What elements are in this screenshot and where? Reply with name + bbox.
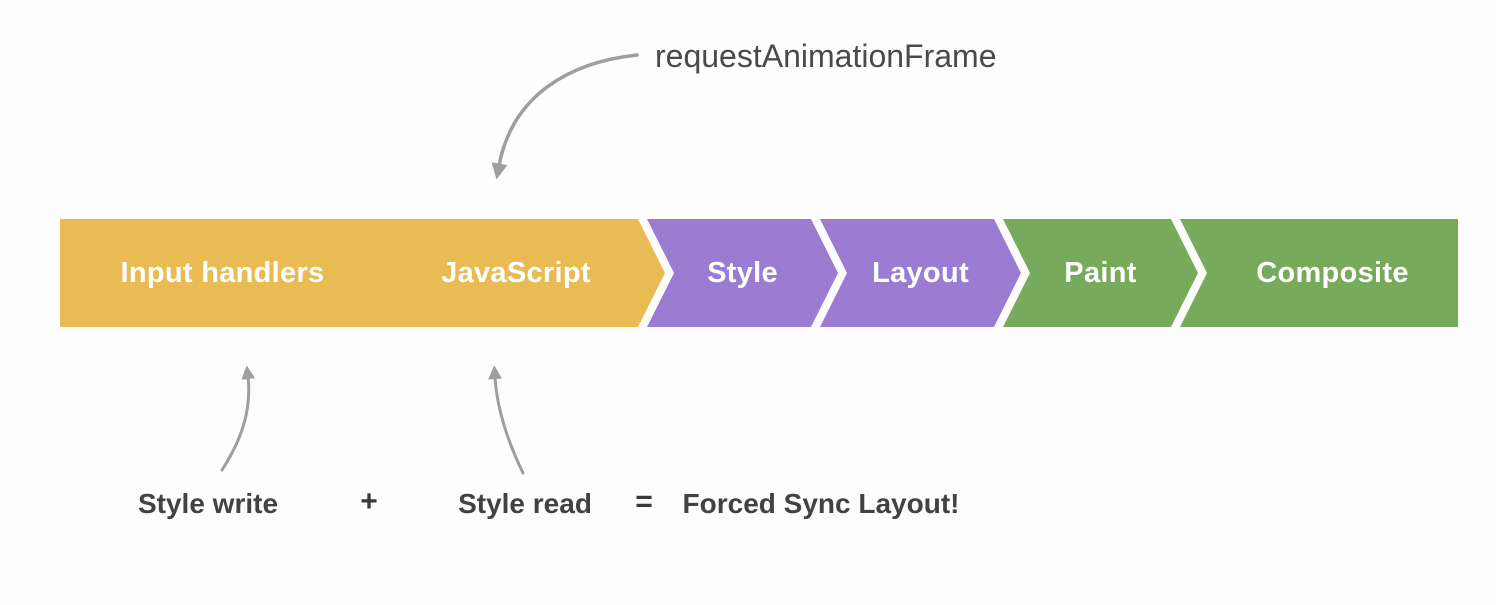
segment-label: Input handlers [120,256,325,289]
segment-label: Style [707,256,778,289]
segment-label: Composite [1256,256,1409,289]
style-read-arrow [488,365,525,475]
forced-sync-layout-label: Forced Sync Layout! [682,488,960,519]
segment-label: Layout [872,256,969,289]
segment-input-handlers: Input handlers [60,219,412,327]
segment-label: JavaScript [441,256,591,289]
style-write-arrow [220,365,256,472]
segment-style: Style [647,219,838,327]
plus-sign: + [360,485,378,518]
style-write-label: Style write [137,488,279,519]
segment-composite: Composite [1180,219,1458,327]
segment-label: Paint [1064,256,1137,289]
segment-javascript: JavaScript [367,219,665,327]
equals-sign: = [635,485,653,518]
segment-paint: Paint [1003,219,1198,327]
segment-layout: Layout [820,219,1021,327]
raf-arrow [491,53,639,180]
style-read-label: Style read [458,488,592,519]
raf-label: requestAnimationFrame [655,38,997,74]
